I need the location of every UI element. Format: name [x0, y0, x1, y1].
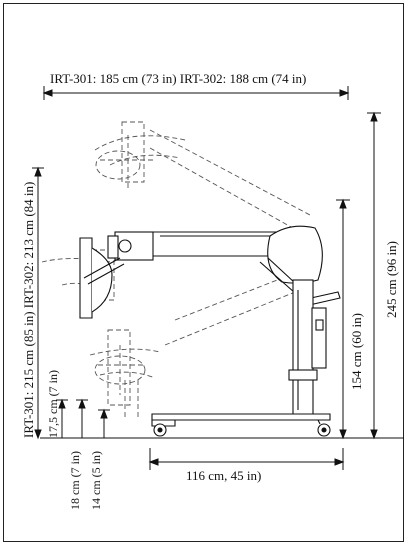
low-reach-label: 17,5 cm (7 in) [46, 370, 60, 438]
left-height-label: IRT-301: 215 cm (85 in) IRT-302: 213 cm … [21, 182, 36, 438]
total-height-label: 245 cm (96 in) [384, 241, 399, 318]
dimension-lines [32, 86, 404, 470]
mast-height-label: 154 cm (60 in) [349, 313, 364, 390]
lift-machine [79, 225, 341, 437]
width-label: IRT-301: 185 cm (73 in) IRT-302: 188 cm … [50, 71, 306, 86]
ghost-positions [41, 121, 311, 418]
wheel-label: 14 cm (5 in) [89, 451, 103, 510]
base-clear-label: 18 cm (7 in) [68, 451, 82, 510]
base-length-label: 116 cm, 45 in) [186, 468, 261, 483]
diagram-frame [3, 3, 404, 542]
